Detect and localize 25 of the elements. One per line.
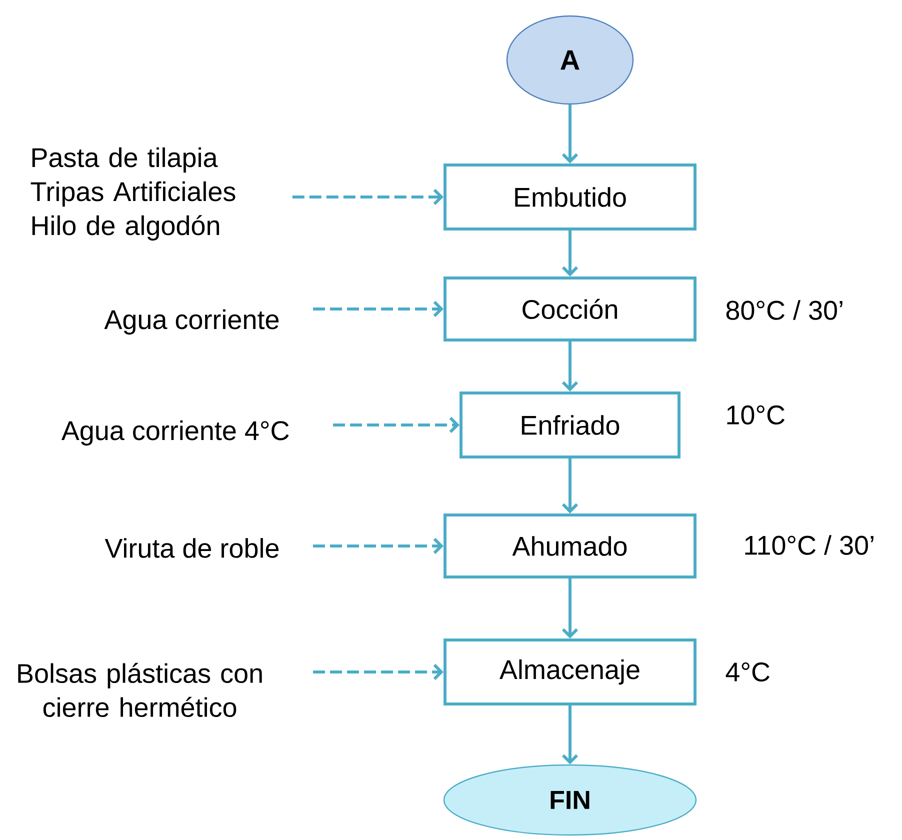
- arrow: [562, 104, 578, 164]
- input-label: Agua corriente: [104, 309, 279, 335]
- process-box: Cocción: [444, 276, 696, 342]
- dashed-arrow: [313, 538, 444, 554]
- arrow: [562, 578, 578, 638]
- process-box: Enfriado: [460, 391, 680, 458]
- input-label: Pasta de tilapia Tripas Artificiales Hilo de algodón: [30, 147, 236, 241]
- dashed-arrow: [292, 188, 444, 206]
- beside-label: 4°C: [726, 662, 770, 682]
- beside-label: 80°C / 30’: [726, 300, 842, 320]
- arrow: [562, 230, 578, 276]
- input-label: Agua corriente 4°C: [61, 420, 289, 446]
- input-label: Bolsas plásticas con cierre hermético: [18, 662, 262, 718]
- beside-label: 110°C / 30’: [745, 535, 874, 555]
- beside-label: 10°C: [727, 405, 784, 425]
- dashed-arrow: [333, 416, 460, 434]
- dashed-arrow: [313, 300, 444, 318]
- arrow: [562, 705, 578, 764]
- arrow: [562, 341, 578, 392]
- input-label: Viruta de roble: [104, 538, 279, 558]
- process-box: Embutido: [444, 164, 696, 230]
- process-box: Ahumado: [444, 513, 696, 578]
- dashed-arrow: [313, 664, 444, 680]
- arrow: [562, 458, 578, 514]
- process-box: Almacenaje: [444, 638, 696, 706]
